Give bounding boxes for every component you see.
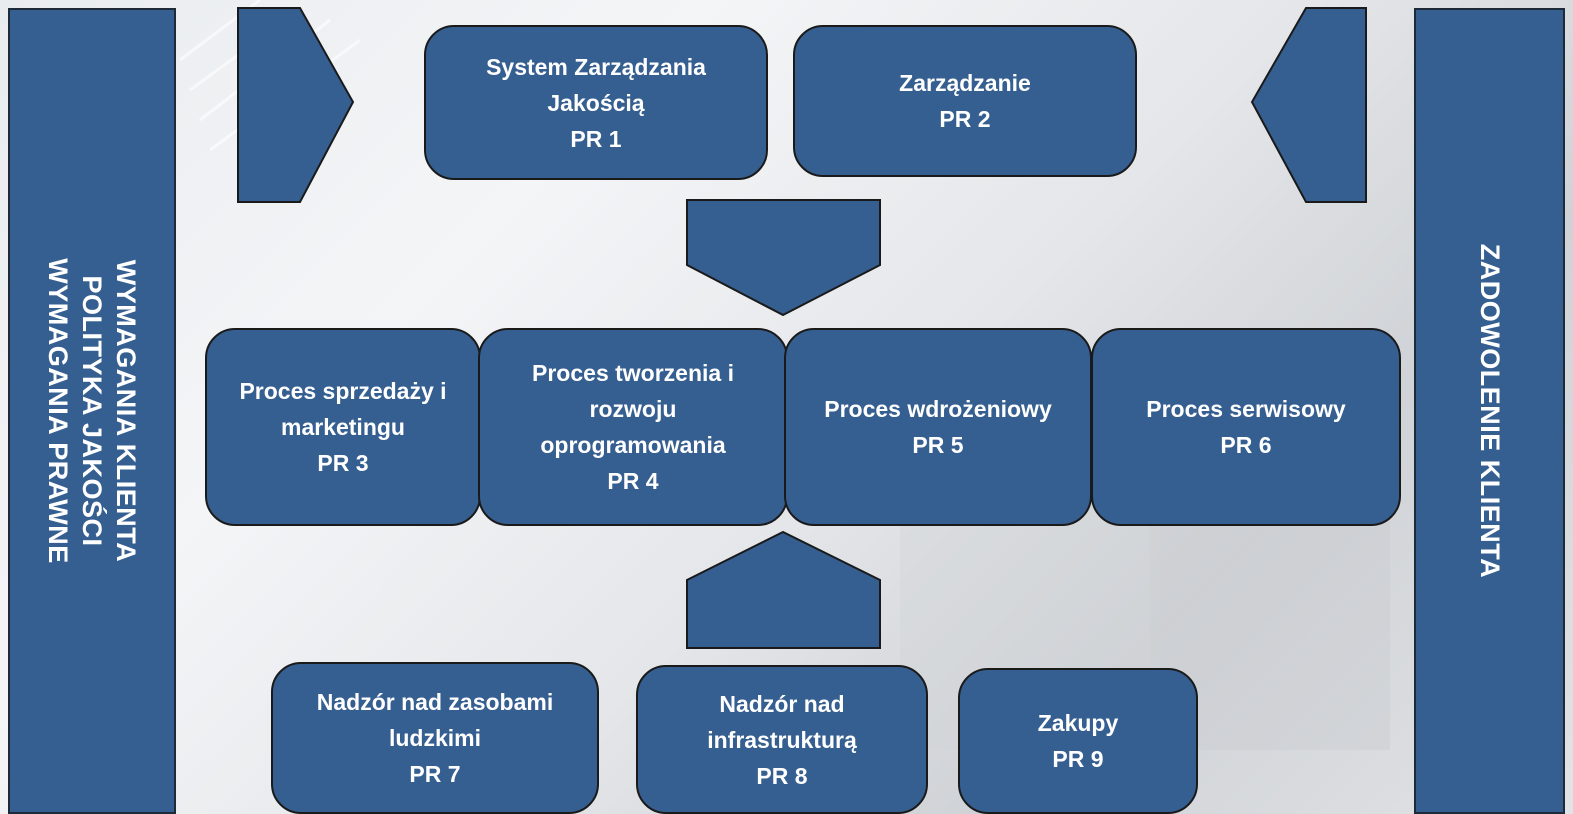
process-box-pr5: Proces wdrożeniowy PR 5 bbox=[784, 328, 1092, 526]
up-arrow-shape bbox=[686, 530, 881, 649]
box-line: System Zarządzania bbox=[486, 53, 706, 80]
process-box-pr8: Nadzór nad infrastrukturą PR 8 bbox=[636, 665, 928, 814]
box-line: oprogramowania bbox=[540, 432, 726, 458]
box-line: PR 7 bbox=[409, 761, 461, 787]
process-box-pr9: Zakupy PR 9 bbox=[958, 668, 1198, 814]
box-line: Proces sprzedaży i bbox=[239, 378, 447, 404]
box-line: PR 6 bbox=[1220, 432, 1272, 458]
right-arrow-shape bbox=[237, 7, 355, 203]
box-line: Proces serwisowy bbox=[1146, 396, 1346, 422]
process-box-pr2: Zarządzanie PR 2 bbox=[793, 25, 1137, 177]
box-line: infrastrukturą bbox=[707, 726, 857, 753]
box-line: Nadzór nad zasobami bbox=[316, 689, 554, 715]
box-line: PR 9 bbox=[1052, 746, 1104, 772]
right-output-panel: ZADOWOLENIE KLIENTA bbox=[1414, 8, 1565, 814]
box-line: PR 2 bbox=[939, 106, 991, 132]
box-line: Nadzór nad bbox=[719, 690, 845, 717]
box-line: PR 4 bbox=[607, 468, 659, 494]
box-line: Jakością bbox=[547, 89, 645, 116]
box-line: Proces wdrożeniowy bbox=[824, 396, 1052, 422]
box-line: ludzkimi bbox=[388, 725, 481, 751]
box-line: PR 5 bbox=[912, 432, 964, 458]
left-arrow-shape bbox=[1250, 7, 1367, 203]
process-box-pr7: Nadzór nad zasobami ludzkimi PR 7 bbox=[271, 662, 599, 814]
process-box-pr1: System Zarządzania Jakością PR 1 bbox=[424, 25, 768, 180]
process-box-pr3: Proces sprzedaży i marketingu PR 3 bbox=[205, 328, 481, 526]
down-arrow-shape bbox=[686, 199, 881, 317]
left-input-panel: WYMAGANIA KLIENTA POLITYKA JAKOŚCI WYMAG… bbox=[8, 8, 176, 814]
box-line: PR 1 bbox=[570, 125, 622, 152]
box-line: Zarządzanie bbox=[899, 70, 1031, 96]
box-line: rozwoju bbox=[589, 396, 677, 422]
process-box-pr6: Proces serwisowy PR 6 bbox=[1091, 328, 1401, 526]
box-line: PR 8 bbox=[756, 762, 808, 789]
box-line: Proces tworzenia i bbox=[532, 360, 734, 386]
box-line: Zakupy bbox=[1037, 710, 1119, 736]
box-line: PR 3 bbox=[317, 450, 369, 476]
box-line: marketingu bbox=[281, 414, 405, 440]
process-box-pr4: Proces tworzenia i rozwoju oprogramowani… bbox=[478, 328, 788, 526]
